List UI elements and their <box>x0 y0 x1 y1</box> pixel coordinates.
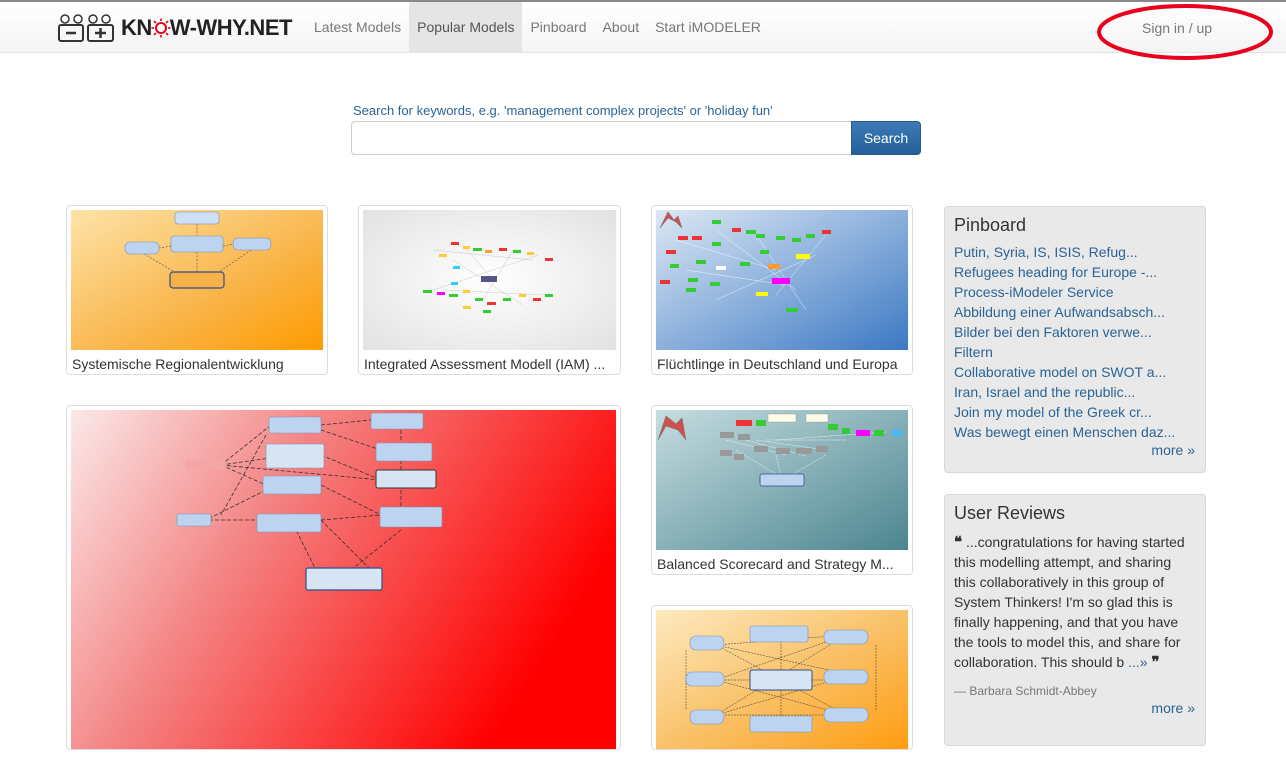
nav-about[interactable]: About <box>602 19 640 35</box>
pinboard-item[interactable]: Join my model of the Greek cr... <box>954 404 1152 420</box>
quote-close-icon: ❞ <box>1151 653 1160 671</box>
search-hint: Search for keywords, e.g. 'management co… <box>353 103 773 118</box>
model-card[interactable]: Systemische Regionalentwicklung <box>66 205 328 375</box>
brand-name-left: KN <box>121 15 152 40</box>
model-card[interactable] <box>66 405 621 750</box>
model-card[interactable]: Flüchtlinge in Deutschland und Europa <box>651 205 913 375</box>
pinboard-title: Pinboard <box>954 215 1027 235</box>
pinboard-item[interactable]: Bilder bei den Faktoren verwe... <box>954 324 1152 340</box>
logo-icon <box>58 14 114 42</box>
model-card[interactable] <box>651 605 913 750</box>
pinboard-item[interactable]: Refugees heading for Europe -... <box>954 264 1158 280</box>
nav-pinboard[interactable]: Pinboard <box>530 19 587 35</box>
model-caption[interactable]: Balanced Scorecard and Strategy M... <box>657 556 894 572</box>
review-text: ...congratulations for having started th… <box>954 534 1185 670</box>
pinboard-more-link[interactable]: more » <box>1151 442 1195 458</box>
pinboard-list: Putin, Syria, IS, ISIS, Refug... Refugee… <box>945 242 1205 442</box>
brand-link[interactable]: KN W-WHY.NET <box>57 11 292 45</box>
pinboard-item[interactable]: Was bewegt einen Menschen daz... <box>954 424 1176 440</box>
model-thumbnail <box>656 610 908 749</box>
model-card[interactable]: Integrated Assessment Modell (IAM) ... <box>358 205 621 375</box>
pinboard-panel: Pinboard Putin, Syria, IS, ISIS, Refug..… <box>944 206 1206 473</box>
pinboard-item[interactable]: Abbildung einer Aufwandsabsch... <box>954 304 1165 320</box>
pinboard-item[interactable]: Filtern <box>954 344 993 360</box>
model-caption[interactable]: Systemische Regionalentwicklung <box>72 356 284 372</box>
sun-icon <box>151 18 171 38</box>
search-button[interactable]: Search <box>851 121 921 155</box>
nav-latest-models[interactable]: Latest Models <box>314 19 402 35</box>
model-thumbnail <box>363 210 616 350</box>
model-caption[interactable]: Flüchtlinge in Deutschland und Europa <box>657 356 898 372</box>
reviews-more-link[interactable]: more » <box>1151 700 1195 716</box>
model-thumbnail <box>71 210 323 350</box>
reviews-title: User Reviews <box>954 503 1066 523</box>
model-thumbnail <box>71 410 616 749</box>
model-thumbnail <box>656 410 908 550</box>
review-quote: ❝ ...congratulations for having started … <box>945 530 1205 672</box>
model-caption[interactable]: Integrated Assessment Modell (IAM) ... <box>364 356 606 372</box>
brand-name-right: W-WHY.NET <box>169 15 293 40</box>
signin-link[interactable]: Sign in / up <box>1142 20 1213 36</box>
model-card[interactable]: Balanced Scorecard and Strategy M... <box>651 405 913 575</box>
brand-name: KN W-WHY.NET <box>121 15 292 41</box>
user-reviews-panel: User Reviews ❝ ...congratulations for ha… <box>944 494 1206 746</box>
main-nav: Latest Models Popular Models Pinboard Ab… <box>306 2 769 53</box>
pinboard-item[interactable]: Collaborative model on SWOT a... <box>954 364 1167 380</box>
pinboard-item[interactable]: Putin, Syria, IS, ISIS, Refug... <box>954 244 1138 260</box>
quote-open-icon: ❝ <box>954 533 963 551</box>
review-read-more-link[interactable]: ...» <box>1128 654 1148 670</box>
review-author: — Barbara Schmidt-Abbey <box>954 684 1097 698</box>
search-input[interactable] <box>351 121 852 155</box>
model-thumbnail <box>656 210 908 350</box>
top-navbar: KN W-WHY.NET Latest Models Popular Model… <box>0 0 1286 53</box>
pinboard-item[interactable]: Iran, Israel and the republic... <box>954 384 1136 400</box>
nav-popular-models[interactable]: Popular Models <box>409 2 523 53</box>
nav-start-imodeler[interactable]: Start iMODELER <box>655 19 761 35</box>
pinboard-item[interactable]: Process-iModeler Service <box>954 284 1114 300</box>
